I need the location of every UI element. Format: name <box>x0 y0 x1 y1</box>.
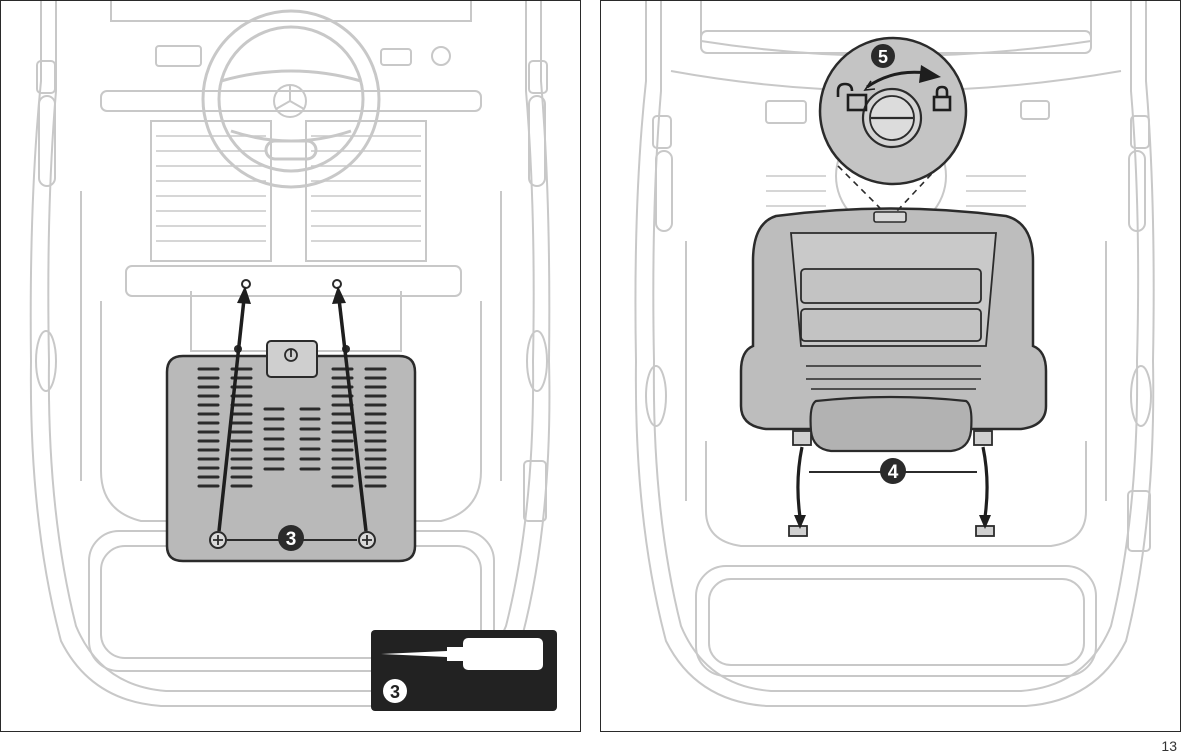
step-badge-lock: 5 <box>871 44 895 68</box>
svg-text:4: 4 <box>888 462 899 483</box>
tool-step-label: 3 <box>390 682 400 702</box>
seat-tab-right <box>974 431 992 445</box>
right-instruction-panel: 4 5 <box>600 0 1181 732</box>
tool-legend-box: 3 <box>371 630 557 711</box>
left-illustration: 3 3 <box>1 1 581 732</box>
seat-lock-knob <box>874 212 906 222</box>
car-emblem-icon <box>274 85 306 117</box>
seat <box>741 209 1046 452</box>
screw-icon <box>359 532 375 548</box>
step-badge-seat: 4 <box>880 458 906 484</box>
seat-arrow-left <box>794 447 806 529</box>
step-badge-screws: 3 <box>278 525 304 551</box>
page-number: 13 <box>1161 738 1177 754</box>
svg-text:5: 5 <box>878 47 888 67</box>
screw-hole-right <box>333 280 341 288</box>
seat-tab-left <box>793 431 811 445</box>
seat-arrow-right <box>979 447 991 529</box>
right-illustration: 4 5 <box>601 1 1181 732</box>
screw-hole-left <box>242 280 250 288</box>
svg-text:3: 3 <box>286 529 297 550</box>
screw-icon <box>210 532 226 548</box>
seat-slot-left <box>789 526 807 536</box>
left-instruction-panel: 3 3 <box>0 0 581 732</box>
